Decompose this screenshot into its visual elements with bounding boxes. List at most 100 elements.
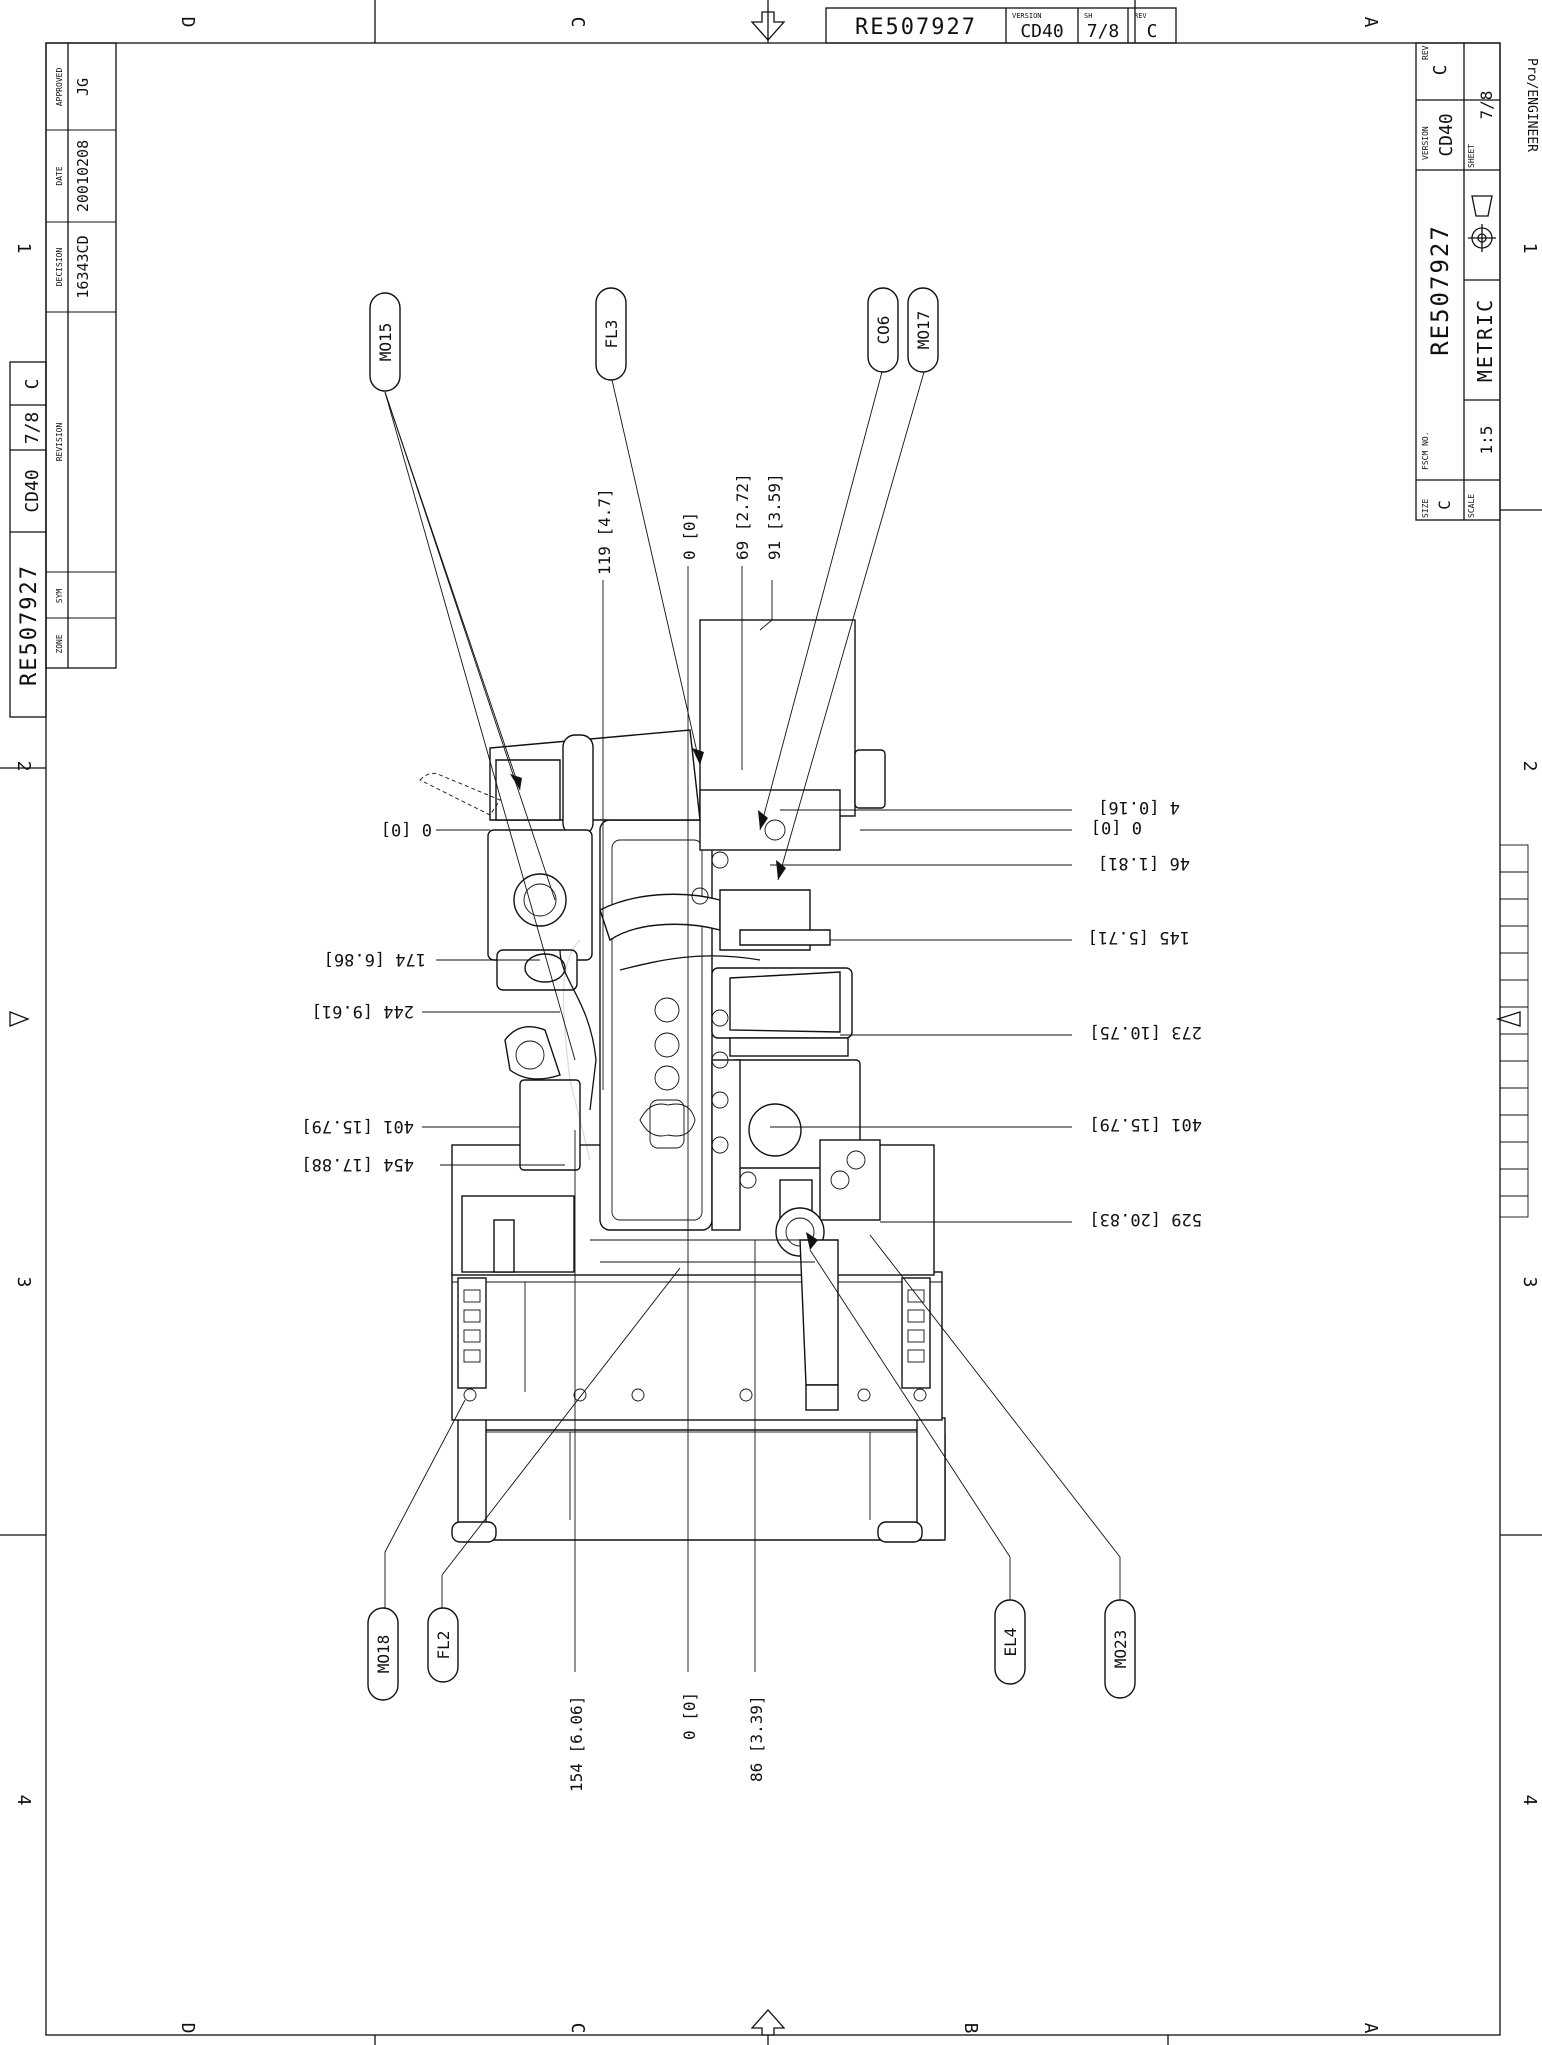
dim-bottom-154: 154 [6.06] [567, 1696, 586, 1792]
dim-top-91: 91 [3.59] [765, 473, 784, 560]
dim-bottom-0: 0 [0] [680, 1692, 699, 1740]
rev-header-decision: DECISION [55, 248, 64, 287]
zone-letter: C [567, 2023, 588, 2034]
left-version: CD40 [22, 469, 43, 512]
dim-right-4: 4 [0.16] [1098, 797, 1180, 817]
tb-size: C [1435, 500, 1454, 510]
balloon-label: FL3 [602, 320, 621, 349]
zone-number: 3 [13, 1277, 34, 1288]
balloon-label: MO17 [914, 311, 933, 350]
balloon-label: EL4 [1001, 1628, 1020, 1657]
balloon-fl3 [595, 287, 627, 381]
bottom-dimension-lines [574, 1130, 756, 1672]
tb-software: Pro/ENGINEER [1524, 58, 1539, 152]
header-version-label: VERSION [1012, 12, 1042, 20]
top-header-box: RE507927 VERSION CD40 SH 7/8 REV C [825, 7, 1177, 44]
zone-number: 2 [13, 761, 34, 772]
tb-version-label: VERSION [1421, 126, 1430, 160]
tb-drawing-number: RE507927 [1426, 224, 1454, 356]
revision-block: ZONE SYM REVISION DECISION DATE APPROVED… [45, 42, 117, 669]
tb-rev: C [1430, 65, 1451, 76]
left-dimension-lines [422, 829, 565, 1166]
part-balloons: MO15 FL3 CO6 MO17 MO18 FL2 EL4 MO23 [367, 287, 1136, 1701]
dim-bottom-86: 86 [3.39] [747, 1695, 766, 1782]
title-block: REV C VERSION CD40 SHEET 7/8 RE507927 ME… [1415, 42, 1539, 521]
tb-sheet-label: SHEET [1467, 144, 1476, 168]
balloon-mo15 [369, 292, 401, 392]
zone-letter: B [960, 2023, 981, 2034]
rev-header-sym: SYM [55, 589, 64, 604]
rev-date: 20010208 [74, 140, 92, 212]
rev-header-zone: ZONE [55, 634, 64, 653]
zone-number: 1 [13, 243, 34, 254]
zone-number: 3 [1519, 1277, 1540, 1288]
rev-approved: JG [74, 78, 92, 96]
top-dimensions: 119 [4.7] 0 [0] 69 [2.72] 91 [3.59] [595, 473, 784, 575]
header-sheet: 7/8 [1087, 21, 1120, 42]
oil-filter [748, 1103, 802, 1157]
balloon-mo17 [907, 287, 939, 373]
dim-left-244: 244 [9.61] [312, 1001, 414, 1021]
zone-letter: C [567, 17, 588, 28]
zone-letter: A [1360, 17, 1381, 28]
zone-letter: A [1360, 2023, 1381, 2034]
header-version: CD40 [1020, 21, 1063, 42]
bottom-dimensions: 154 [6.06] 0 [0] 86 [3.39] [567, 1692, 766, 1792]
tb-size-label: SIZE [1421, 499, 1430, 518]
dim-right-145: 145 [5.71] [1088, 927, 1190, 947]
tb-scale: 1:5 [1477, 426, 1496, 455]
header-drawing-number: RE507927 [855, 15, 977, 40]
dim-right-46: 46 [1.81] [1098, 853, 1190, 873]
dim-left-174: 174 [6.86] [324, 949, 426, 969]
zone-letters-bottom: D C B A [177, 2023, 1381, 2034]
dim-top-0: 0 [0] [680, 512, 699, 560]
tb-sheet: 7/8 [1477, 91, 1496, 120]
tb-scale-label: SCALE [1467, 494, 1476, 518]
tb-rev-label: REV [1421, 45, 1430, 60]
balloon-label: MO15 [376, 323, 395, 362]
left-dimensions: 0 [0] 174 [6.86] 244 [9.61] 401 [15.79] … [301, 819, 432, 1174]
dim-top-69: 69 [2.72] [733, 473, 752, 560]
top-dimension-lines [602, 566, 773, 1212]
dim-right-401: 401 [15.79] [1089, 1114, 1202, 1134]
balloon-label: MO18 [374, 1635, 393, 1674]
oil-pan [451, 1271, 943, 1421]
leader-lines [384, 371, 1121, 1576]
balloon-mo18 [367, 1607, 399, 1701]
header-rev-label: REV [1134, 12, 1147, 20]
tb-fscm-label: FSCM NO. [1421, 431, 1430, 470]
left-rev: C [22, 379, 43, 390]
dim-left-401: 401 [15.79] [301, 1116, 414, 1136]
rev-header-revision: REVISION [55, 423, 64, 462]
zone-number: 4 [13, 1795, 34, 1806]
rev-header-date: DATE [55, 166, 64, 185]
dim-top-119: 119 [4.7] [595, 488, 614, 575]
engine-block [599, 819, 713, 1231]
zone-letters-top: D C A [177, 17, 1381, 28]
zone-number: 4 [1519, 1795, 1540, 1806]
balloon-co6 [867, 287, 899, 373]
tb-version: CD40 [1436, 113, 1457, 156]
dim-left-0: 0 [0] [381, 819, 432, 839]
balloon-label: CO6 [874, 316, 893, 345]
zone-letter: D [177, 17, 198, 28]
left-rotated-header: RE507927 CD40 7/8 C [9, 361, 47, 718]
right-dimensions: 4 [0.16] 0 [0] 46 [1.81] 145 [5.71] 273 … [1088, 797, 1202, 1229]
projection-symbol-icon [1468, 195, 1496, 252]
balloon-label: MO23 [1111, 1630, 1130, 1669]
zone-numbers: 1 2 3 4 1 2 3 4 [13, 243, 1540, 1806]
zone-number: 2 [1519, 761, 1540, 772]
air-cleaner [699, 619, 856, 817]
dim-left-454: 454 [17.88] [301, 1154, 414, 1174]
left-drawing-number: RE507927 [17, 564, 42, 686]
balloon-fl2 [427, 1607, 459, 1683]
header-rev: C [1147, 21, 1158, 42]
balloon-connectors [384, 1552, 1121, 1608]
rev-decision: 16343CD [74, 235, 92, 298]
dim-right-529: 529 [20.83] [1089, 1209, 1202, 1229]
right-dimension-lines [770, 809, 1072, 1223]
engine-assembly [419, 619, 946, 1543]
rev-header-approved: APPROVED [55, 68, 64, 107]
left-sheet: 7/8 [22, 412, 43, 445]
